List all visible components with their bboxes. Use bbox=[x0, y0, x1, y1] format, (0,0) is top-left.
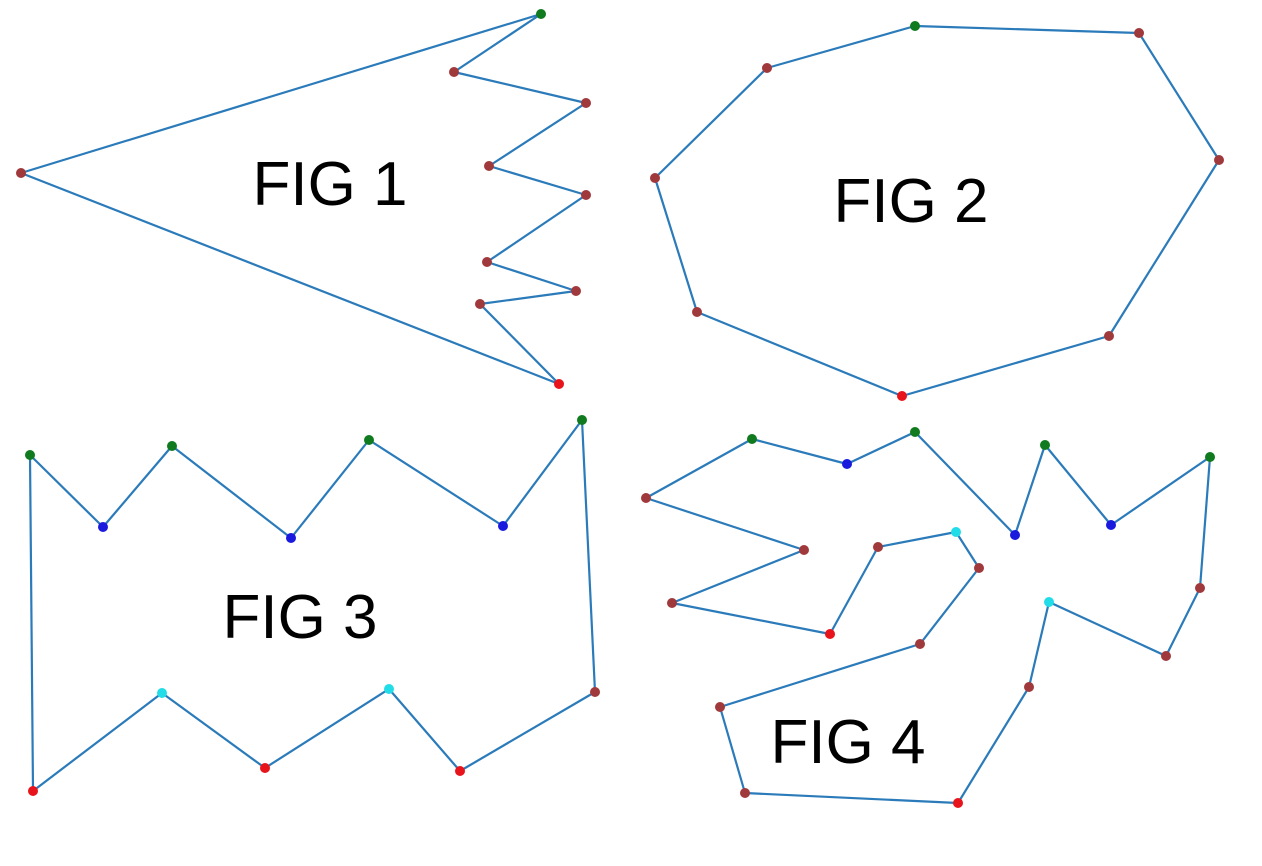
figure-1-vertices bbox=[16, 9, 591, 389]
figure-4-vertex-1-default bbox=[641, 493, 651, 503]
figure-2-vertices bbox=[650, 21, 1224, 401]
figure-3-vertex-5-green bbox=[364, 435, 374, 445]
figure-2-vertex-8-default bbox=[762, 63, 772, 73]
figure-1-vertex-9-red bbox=[554, 379, 564, 389]
figure-4-vertices bbox=[641, 427, 1215, 808]
figure-1-vertex-10-default bbox=[16, 168, 26, 178]
figure-4-vertex-16-default bbox=[915, 639, 925, 649]
figure-3-label: FIG 3 bbox=[222, 583, 377, 652]
figure-4-vertex-8-green bbox=[1205, 452, 1215, 462]
figure-2: FIG 2 bbox=[650, 21, 1224, 401]
figure-3-polygon bbox=[28, 418, 597, 793]
figure-4-vertex-5-blue bbox=[1010, 530, 1020, 540]
figure-3-vertex-9-red bbox=[455, 766, 465, 776]
figure-2-vertex-2-default bbox=[1134, 28, 1144, 38]
figure-4-vertex-12-default bbox=[1024, 682, 1034, 692]
figure-1: FIG 1 bbox=[16, 9, 591, 389]
figure-1-vertex-8-default bbox=[475, 299, 485, 309]
figure-3-vertex-1-green bbox=[25, 450, 35, 460]
figure-2-vertex-6-default bbox=[692, 307, 702, 317]
figure-4-vertex-19-default bbox=[873, 542, 883, 552]
figure-3-vertex-6-blue bbox=[498, 521, 508, 531]
figure-1-vertex-6-default bbox=[482, 257, 492, 267]
figure-2-vertex-7-default bbox=[650, 173, 660, 183]
figure-2-vertex-5-red bbox=[897, 391, 907, 401]
figure-4-vertex-6-green bbox=[1040, 440, 1050, 450]
figure-4-vertex-14-default bbox=[740, 788, 750, 798]
figure-4-vertex-11-cyan bbox=[1044, 597, 1054, 607]
figure-3: FIG 3 bbox=[25, 415, 600, 796]
figure-4-vertex-17-default bbox=[974, 563, 984, 573]
figure-3-vertex-4-blue bbox=[286, 533, 296, 543]
figure-1-vertex-2-default bbox=[449, 67, 459, 77]
figure-4-vertex-20-red bbox=[825, 629, 835, 639]
figure-4-vertex-9-default bbox=[1195, 583, 1205, 593]
figure-4-vertex-15-default bbox=[715, 702, 725, 712]
figure-4-vertex-10-default bbox=[1161, 651, 1171, 661]
figure-4-vertex-18-cyan bbox=[951, 527, 961, 537]
figure-4-label: FIG 4 bbox=[770, 708, 925, 777]
figure-3-vertex-2-blue bbox=[98, 522, 108, 532]
figure-4-vertex-2-green bbox=[747, 434, 757, 444]
figure-4-vertex-22-default bbox=[799, 545, 809, 555]
figure-4-vertex-4-green bbox=[910, 427, 920, 437]
figure-4: FIG 4 bbox=[641, 427, 1215, 808]
figure-4-vertex-21-default bbox=[667, 598, 677, 608]
figure-1-vertex-7-default bbox=[571, 286, 581, 296]
figure-3-vertex-8-default bbox=[590, 687, 600, 697]
figure-1-vertex-5-default bbox=[581, 190, 591, 200]
figure-4-vertex-3-blue bbox=[842, 459, 852, 469]
figure-3-vertex-10-cyan bbox=[384, 684, 394, 694]
figure-3-vertex-7-green bbox=[577, 415, 587, 425]
figure-3-vertex-13-red bbox=[28, 786, 38, 796]
figure-4-vertex-13-red bbox=[953, 798, 963, 808]
figure-2-vertex-1-green bbox=[910, 21, 920, 31]
figure-1-vertex-1-green bbox=[536, 9, 546, 19]
figure-3-vertices bbox=[25, 415, 600, 796]
figure-3-vertex-12-cyan bbox=[157, 688, 167, 698]
figure-2-label: FIG 2 bbox=[833, 167, 988, 236]
figure-1-vertex-3-default bbox=[581, 98, 591, 108]
figure-3-vertex-11-red bbox=[260, 763, 270, 773]
figure-2-vertex-4-default bbox=[1104, 331, 1114, 341]
figure-4-vertex-7-blue bbox=[1106, 520, 1116, 530]
figure-3-vertex-3-green bbox=[167, 441, 177, 451]
figure-1-vertex-4-default bbox=[484, 161, 494, 171]
figure-1-label: FIG 1 bbox=[252, 150, 407, 219]
figure-2-vertex-3-default bbox=[1214, 155, 1224, 165]
